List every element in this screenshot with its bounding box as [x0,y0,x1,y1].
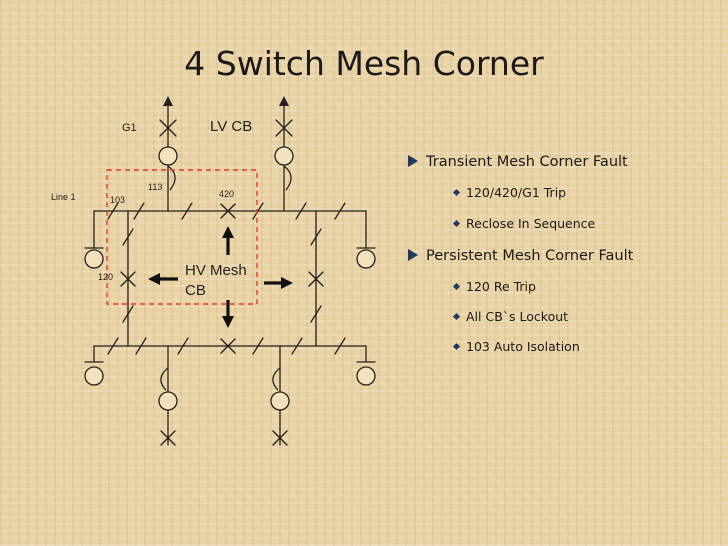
g1-ct-icon [158,146,178,166]
sub-bullet-item: 120/420/G1 Trip [452,185,567,200]
diamond-icon [452,188,461,197]
label-g1: G1 [122,122,137,134]
label-420: 420 [219,189,234,199]
cb-bottom-icon [220,338,236,354]
right-triangle-icon [408,155,418,167]
slide-title: 4 Switch Mesh Corner [184,44,544,83]
sub-bullet-item: All CB`s Lockout [452,309,569,324]
bullet-text: Transient Mesh Corner Fault [426,154,628,170]
arrow-left-icon [148,273,160,285]
earth-right-top-icon [356,249,376,269]
label-113: 113 [148,182,162,192]
diamond-icon [452,342,461,351]
isolator-icon [107,337,119,355]
arrow-right-icon [281,277,293,289]
g1-feeder-arrow-icon [163,96,173,106]
label-hv-mesh-cb-line2: CB [185,282,206,299]
label-103: 103 [110,195,125,205]
isolator-113-icon [133,202,145,220]
bottom-right-ct-icon [270,391,290,411]
right-triangle-icon [408,249,418,261]
isolator-icon [334,202,346,220]
cb-bottom-right-feeder-icon [272,430,288,446]
arrow-up-icon [222,226,234,238]
isolator-icon [310,228,322,246]
earth-left-bottom-icon [84,366,104,386]
bullet-text: Persistent Mesh Corner Fault [426,248,634,264]
label-120: 120 [98,272,113,282]
diamond-icon [452,312,461,321]
earth-right-bottom-icon [356,366,376,386]
sub-bullet-item: 120 Re Trip [452,279,536,294]
sub-bullet-text: All CB`s Lockout [466,309,569,324]
sub-bullet-item: Reclose In Sequence [452,216,596,231]
cb-g1-icon [159,119,177,137]
cb-right-icon [308,271,324,287]
cb-lv-icon [275,119,293,137]
sub-bullet-item: 103 Auto Isolation [452,339,580,354]
isolator-icon [135,337,147,355]
isolator-icon [252,337,264,355]
sub-bullet-text: 120/420/G1 Trip [466,185,567,200]
isolator-103-icon [107,202,119,220]
lv-disconnector-icon [283,165,292,191]
diamond-icon [452,219,461,228]
isolator-icon [334,337,346,355]
isolator-icon [291,337,303,355]
cb-120-icon [120,271,136,287]
isolator-icon [252,202,264,220]
mesh-corner-highlight-box [106,169,258,305]
diamond-icon [452,282,461,291]
isolator-icon [122,228,134,246]
label-hv-mesh-cb-line1: HV Mesh [185,262,247,279]
isolator-icon [122,305,134,323]
label-lv-cb: LV CB [210,118,252,135]
isolator-icon [310,305,322,323]
sub-bullet-text: Reclose In Sequence [466,216,596,231]
isolator-icon [177,337,189,355]
bullet-item: Transient Mesh Corner Fault [408,154,628,170]
sub-bullet-text: 103 Auto Isolation [466,339,580,354]
lv-ct-icon [274,146,294,166]
isolator-icon [295,202,307,220]
cb-bottom-left-feeder-icon [160,430,176,446]
bottom-left-ct-icon [158,391,178,411]
bottom-left-disconnector-icon [160,367,169,391]
isolator-icon [181,202,193,220]
earth-left-top-icon [84,249,104,269]
label-line1: Line 1 [51,192,76,202]
g1-disconnector-icon [167,165,176,191]
sub-bullet-text: 120 Re Trip [466,279,536,294]
bullet-item: Persistent Mesh Corner Fault [408,248,633,264]
cb-420-icon [220,203,236,219]
bottom-right-disconnector-icon [272,367,281,391]
arrow-down-icon [222,316,234,328]
lv-feeder-arrow-icon [279,96,289,106]
